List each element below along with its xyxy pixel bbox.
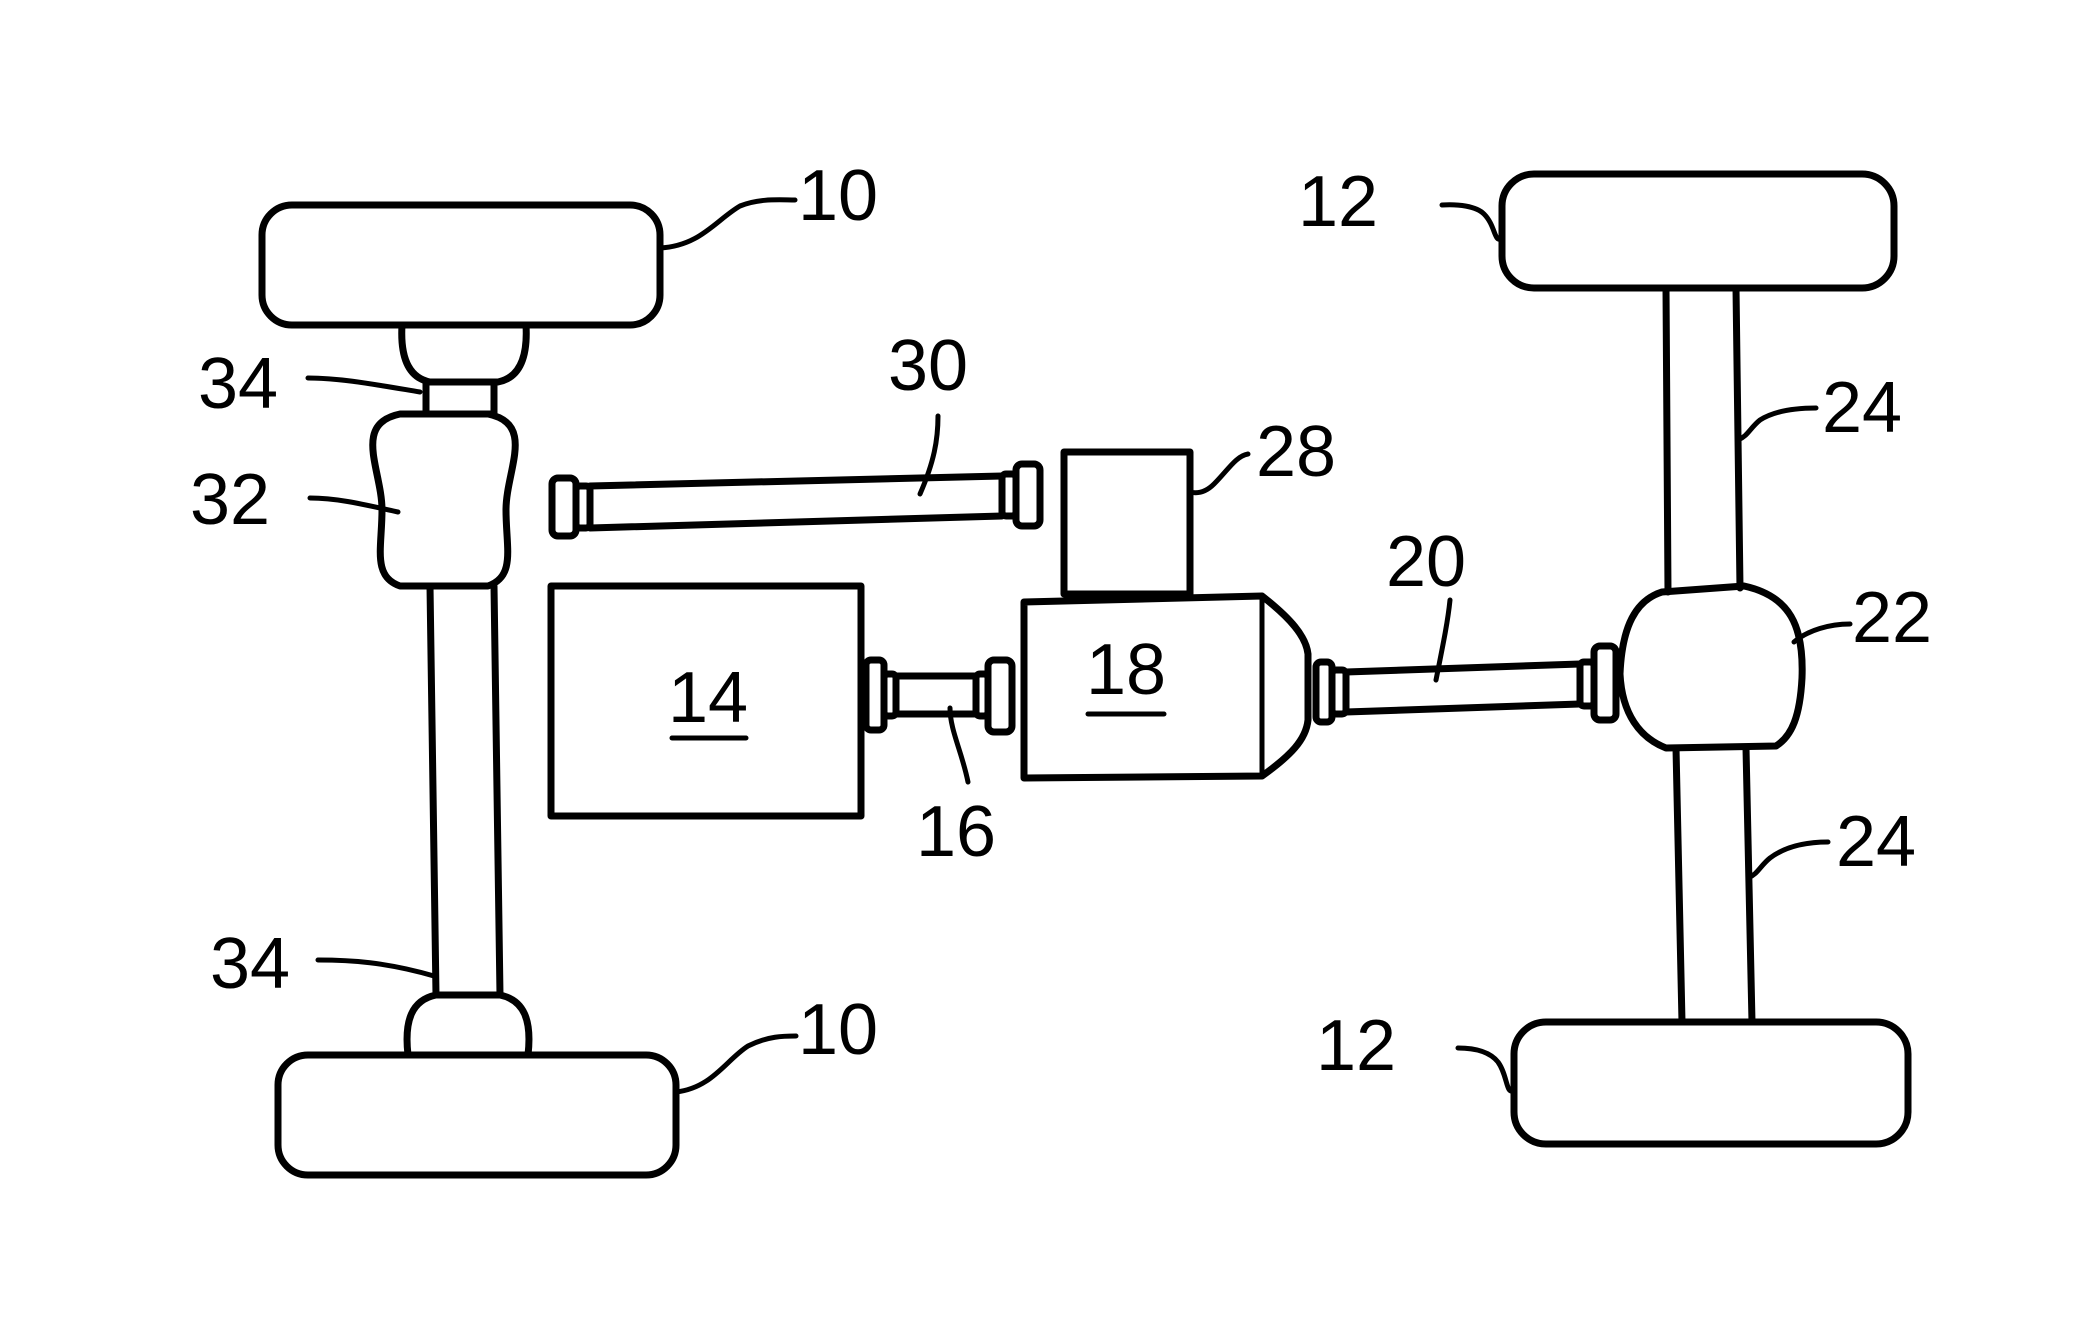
leader-24-top xyxy=(1738,408,1816,440)
front-wheel-top xyxy=(262,205,660,325)
label-24-top: 24 xyxy=(1822,368,1902,448)
label-12-top: 12 xyxy=(1298,162,1378,242)
label-20: 20 xyxy=(1386,522,1466,602)
rear-differential xyxy=(1620,586,1802,748)
leader-12-top xyxy=(1442,205,1502,239)
front-propshaft-joint-right xyxy=(1016,464,1040,526)
front-axle-tube-right xyxy=(494,586,500,995)
front-propshaft-bottom xyxy=(590,516,1002,528)
transfer-case xyxy=(1064,452,1190,594)
front-propshaft-joint-left xyxy=(552,478,576,536)
rear-propshaft-joint-right xyxy=(1594,646,1616,720)
label-10-top: 10 xyxy=(798,156,878,236)
rear-axle-tube-upper-left xyxy=(1666,288,1668,592)
label-12-bottom: 12 xyxy=(1316,1006,1396,1086)
rear-wheel-bottom xyxy=(1514,1022,1908,1144)
label-18: 18 xyxy=(1086,630,1166,710)
front-axle-stub-top xyxy=(426,382,494,414)
leader-34-top xyxy=(308,378,420,392)
rear-propshaft-joint-left-inner xyxy=(1332,670,1346,714)
label-16: 16 xyxy=(916,792,996,872)
rear-propshaft-bottom xyxy=(1346,704,1580,712)
label-14: 14 xyxy=(668,658,748,738)
rear-wheel-top xyxy=(1502,174,1894,288)
front-hub-top xyxy=(402,325,527,382)
leader-16 xyxy=(950,708,968,782)
leader-34-bottom xyxy=(318,960,434,976)
front-axle-tube-left xyxy=(430,586,436,995)
label-32: 32 xyxy=(190,460,270,540)
leader-10-bottom xyxy=(676,1036,796,1092)
label-30: 30 xyxy=(888,326,968,406)
engine-shaft-joint-left-inner xyxy=(884,674,896,716)
leader-24-bottom xyxy=(1748,842,1828,878)
rear-axle-tube-lower-right xyxy=(1746,748,1752,1022)
label-22: 22 xyxy=(1852,578,1932,658)
front-propshaft-top xyxy=(590,476,1002,486)
front-differential xyxy=(373,414,516,586)
label-24-bottom: 24 xyxy=(1836,802,1916,882)
label-34-bottom: 34 xyxy=(210,924,290,1004)
rear-propshaft-top xyxy=(1346,664,1580,672)
rear-axle-tube-lower-left xyxy=(1676,748,1682,1022)
leader-30 xyxy=(920,416,938,494)
front-propshaft-joint-left-inner xyxy=(576,486,590,528)
label-28: 28 xyxy=(1256,412,1336,492)
leader-12-bottom xyxy=(1458,1048,1514,1091)
label-34-top: 34 xyxy=(198,344,278,424)
front-wheel-bottom xyxy=(278,1055,676,1175)
label-10-bottom: 10 xyxy=(798,990,878,1070)
leader-28 xyxy=(1190,454,1248,493)
front-hub-bottom xyxy=(407,995,529,1055)
engine-shaft-joint-right xyxy=(988,660,1012,732)
leader-10-top xyxy=(660,200,795,248)
